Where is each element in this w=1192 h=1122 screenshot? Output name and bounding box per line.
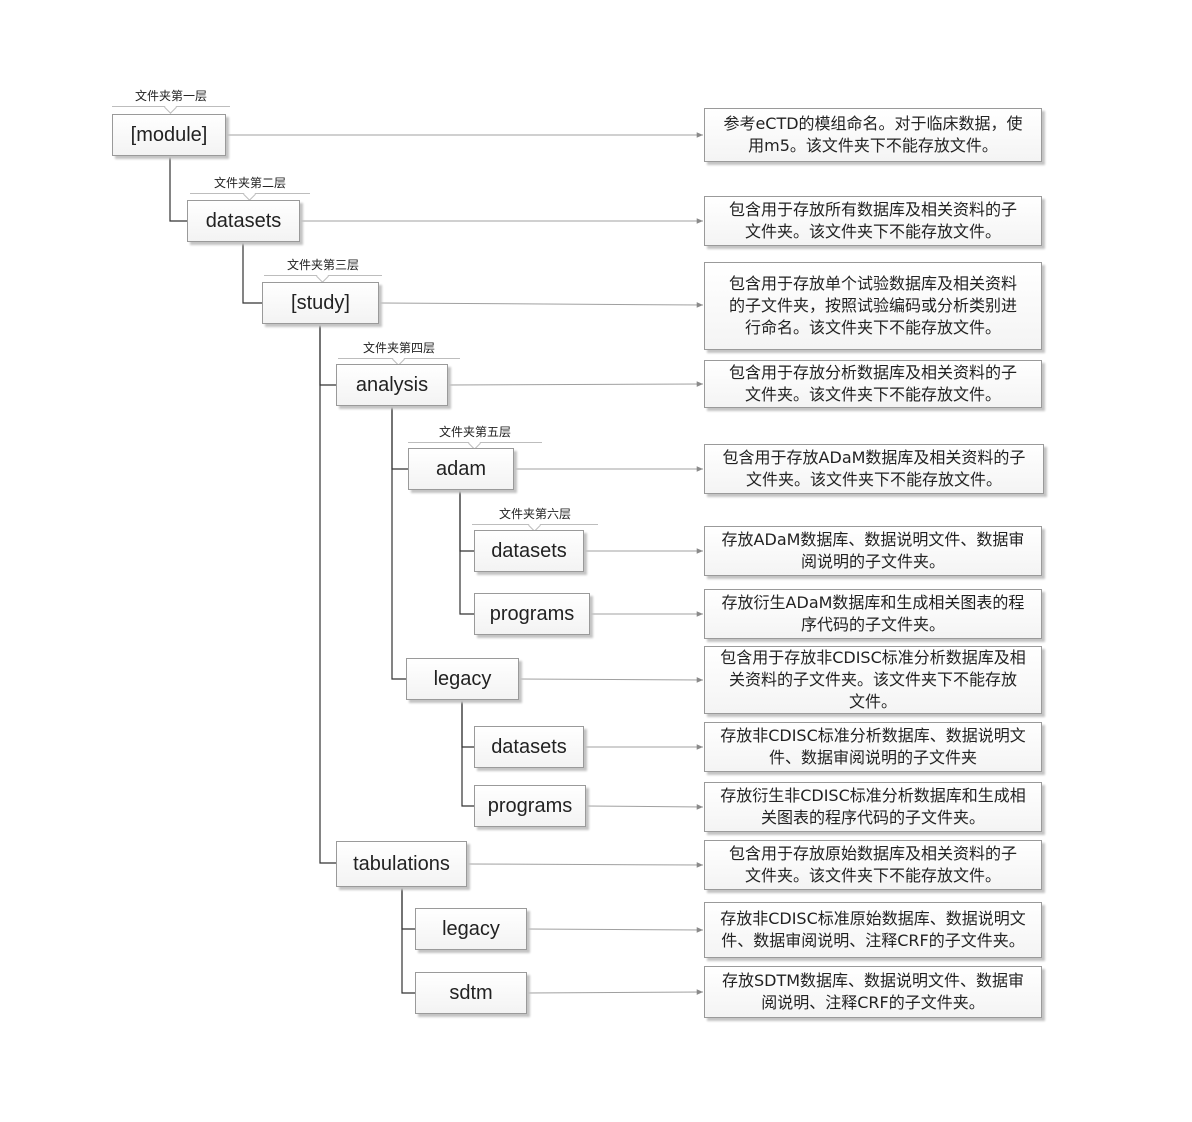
desc-line: 行命名。该文件夹下不能存放文件。 bbox=[744, 318, 1001, 337]
desc-adam-datasets: 存放ADaM数据库、数据说明文件、数据审阅说明的子文件夹。 bbox=[704, 526, 1042, 576]
desc-line: 包含用于存放所有数据库及相关资料的子 bbox=[728, 200, 1017, 219]
tree-connector bbox=[461, 700, 474, 807]
desc-line: 包含用于存放单个试验数据库及相关资料 bbox=[728, 274, 1017, 293]
tree-connector bbox=[401, 887, 415, 930]
folder-analysis-legacy[interactable]: legacy bbox=[406, 658, 519, 700]
desc-line: 文件夹。该文件夹下不能存放文件。 bbox=[744, 866, 1001, 885]
desc-line: 包含用于存放原始数据库及相关资料的子 bbox=[728, 844, 1017, 863]
level-label-3: 文件夹第三层 bbox=[264, 256, 382, 276]
desc-line: 关资料的子文件夹。该文件夹下不能存放 bbox=[728, 670, 1017, 689]
folder-adam[interactable]: adam bbox=[408, 448, 514, 490]
desc-line: 文件夹。该文件夹下不能存放文件。 bbox=[745, 470, 1002, 489]
desc-line: 的子文件夹，按照试验编码或分析类别进 bbox=[728, 296, 1017, 315]
desc-module: 参考eCTD的模组命名。对于临床数据，使用m5。该文件夹下不能存放文件。 bbox=[704, 108, 1042, 162]
folder-module[interactable]: [module] bbox=[112, 114, 226, 156]
tree-connector bbox=[319, 324, 336, 864]
desc-line: 件、数据审阅说明、注释CRF的子文件夹。 bbox=[721, 931, 1025, 950]
desc-line: 阅说明的子文件夹。 bbox=[800, 552, 945, 571]
desc-tabulations-legacy: 存放非CDISC标准原始数据库、数据说明文件、数据审阅说明、注释CRF的子文件夹… bbox=[704, 902, 1042, 958]
tree-connector bbox=[461, 700, 474, 748]
folder-study[interactable]: [study] bbox=[262, 282, 379, 324]
desc-line: 文件夹。该文件夹下不能存放文件。 bbox=[744, 222, 1001, 241]
tree-connector bbox=[242, 242, 262, 304]
desc-tabulations: 包含用于存放原始数据库及相关资料的子文件夹。该文件夹下不能存放文件。 bbox=[704, 840, 1042, 890]
level-label-6: 文件夹第六层 bbox=[472, 505, 598, 525]
folder-adam-datasets[interactable]: datasets bbox=[474, 530, 584, 572]
folder-legacy-programs[interactable]: programs bbox=[474, 785, 586, 827]
description-arrow bbox=[585, 804, 704, 810]
level-label-4: 文件夹第四层 bbox=[338, 339, 460, 359]
folder-tabulations[interactable]: tabulations bbox=[336, 841, 467, 887]
tree-connector bbox=[391, 406, 408, 470]
desc-line: 包含用于存放分析数据库及相关资料的子 bbox=[728, 363, 1017, 382]
desc-legacy-programs: 存放衍生非CDISC标准分析数据库和生成相关图表的程序代码的子文件夹。 bbox=[704, 782, 1042, 832]
desc-sdtm: 存放SDTM数据库、数据说明文件、数据审阅说明、注释CRF的子文件夹。 bbox=[704, 966, 1042, 1018]
description-arrow bbox=[518, 677, 704, 683]
level-label-5: 文件夹第五层 bbox=[408, 423, 542, 443]
desc-study: 包含用于存放单个试验数据库及相关资料的子文件夹，按照试验编码或分析类别进行命名。… bbox=[704, 262, 1042, 350]
tree-connector bbox=[401, 887, 415, 994]
desc-analysis: 包含用于存放分析数据库及相关资料的子文件夹。该文件夹下不能存放文件。 bbox=[704, 360, 1042, 408]
tree-connector bbox=[459, 490, 474, 615]
level-label-1: 文件夹第一层 bbox=[112, 87, 230, 107]
desc-line: 参考eCTD的模组命名。对于临床数据，使 bbox=[723, 114, 1023, 133]
desc-line: 存放SDTM数据库、数据说明文件、数据审 bbox=[721, 971, 1025, 990]
desc-line: 阅说明、注释CRF的子文件夹。 bbox=[761, 993, 985, 1012]
desc-line: 文件。 bbox=[848, 692, 897, 711]
desc-line: 存放ADaM数据库、数据说明文件、数据审 bbox=[721, 530, 1025, 549]
level-label-2: 文件夹第二层 bbox=[190, 174, 310, 194]
desc-adam: 包含用于存放ADaM数据库及相关资料的子文件夹。该文件夹下不能存放文件。 bbox=[704, 444, 1044, 494]
desc-line: 存放非CDISC标准分析数据库、数据说明文 bbox=[720, 726, 1026, 745]
desc-line: 存放非CDISC标准原始数据库、数据说明文 bbox=[720, 909, 1026, 928]
folder-sdtm[interactable]: sdtm bbox=[415, 972, 527, 1014]
desc-line: 序代码的子文件夹。 bbox=[800, 615, 945, 634]
desc-datasets-l2: 包含用于存放所有数据库及相关资料的子文件夹。该文件夹下不能存放文件。 bbox=[704, 196, 1042, 246]
desc-line: 包含用于存放ADaM数据库及相关资料的子 bbox=[722, 448, 1026, 467]
desc-line: 件、数据审阅说明的子文件夹 bbox=[768, 748, 977, 767]
folder-analysis[interactable]: analysis bbox=[336, 364, 448, 406]
desc-line: 用m5。该文件夹下不能存放文件。 bbox=[748, 136, 998, 155]
folder-datasets-l2[interactable]: datasets bbox=[187, 200, 300, 242]
desc-line: 文件夹。该文件夹下不能存放文件。 bbox=[744, 385, 1001, 404]
folder-legacy-datasets[interactable]: datasets bbox=[474, 726, 584, 768]
description-arrow bbox=[378, 302, 704, 308]
desc-legacy-datasets: 存放非CDISC标准分析数据库、数据说明文件、数据审阅说明的子文件夹 bbox=[704, 722, 1042, 772]
tree-connector bbox=[169, 156, 187, 222]
folder-tabulations-legacy[interactable]: legacy bbox=[415, 908, 527, 950]
description-arrow bbox=[526, 927, 704, 933]
desc-line: 包含用于存放非CDISC标准分析数据库及相 bbox=[720, 648, 1026, 667]
description-arrow bbox=[447, 381, 704, 387]
desc-analysis-legacy: 包含用于存放非CDISC标准分析数据库及相关资料的子文件夹。该文件夹下不能存放文… bbox=[704, 646, 1042, 714]
desc-line: 存放衍生非CDISC标准分析数据库和生成相 bbox=[720, 786, 1026, 805]
tree-connector bbox=[319, 324, 336, 386]
desc-line: 关图表的程序代码的子文件夹。 bbox=[760, 808, 985, 827]
desc-adam-programs: 存放衍生ADaM数据库和生成相关图表的程序代码的子文件夹。 bbox=[704, 589, 1042, 639]
tree-connector bbox=[391, 406, 406, 680]
desc-line: 存放衍生ADaM数据库和生成相关图表的程 bbox=[721, 593, 1025, 612]
description-arrow bbox=[526, 989, 704, 995]
description-arrow bbox=[466, 862, 704, 868]
folder-adam-programs[interactable]: programs bbox=[474, 593, 590, 635]
